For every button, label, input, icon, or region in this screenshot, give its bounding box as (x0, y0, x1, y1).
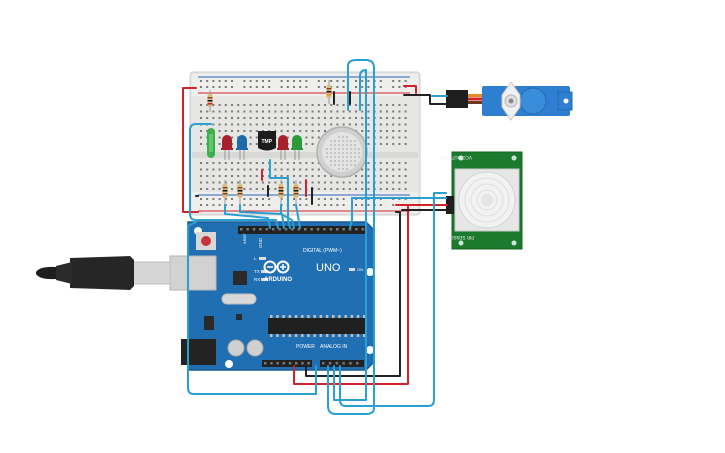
power-label: POWER (296, 344, 315, 350)
wire-blue-left-sensor (189, 123, 279, 229)
capacitor-2 (246, 339, 264, 357)
led-group[interactable] (221, 135, 303, 160)
resistor-lower-4 (293, 180, 299, 205)
led-blue (236, 135, 248, 160)
uno-model-text: UNO (316, 262, 341, 274)
wires[interactable] (182, 59, 448, 415)
usb-port[interactable] (169, 255, 217, 291)
tmp-label: TMP (262, 139, 273, 145)
digital-header (238, 226, 366, 234)
wire-blue-led1 (224, 204, 271, 229)
mount-hole (366, 346, 374, 354)
wire-red-right-rail-top (403, 85, 417, 94)
power-header (262, 360, 312, 367)
led-l-label: L (254, 256, 257, 261)
wire-blue-left-bottom (187, 221, 317, 395)
capacitor-1 (227, 339, 245, 357)
pir-sensor[interactable]: VCC OUT GND PIR SENSOR (439, 151, 523, 250)
wire-blue-right-long (339, 192, 447, 407)
resistor-lower-3 (278, 180, 284, 205)
tx-label: TX (254, 269, 260, 274)
atmega-chip (268, 318, 366, 334)
analog-header (320, 360, 364, 367)
green-led-horizontal[interactable] (207, 128, 215, 158)
temperature-sensor[interactable]: TMP (258, 131, 276, 151)
wire-blue-gas-sensor (333, 69, 367, 401)
pir-connector (446, 196, 454, 214)
pir-top-text: VCC OUT GND (439, 154, 472, 160)
gnd-label: GND (258, 237, 263, 248)
arduino-brand-text: ARDUINO (264, 277, 292, 283)
digital-label: DIGITAL (PWM~) (303, 248, 342, 254)
wire-black-servo-ground (403, 94, 448, 105)
wire-blue-tmp (269, 159, 291, 229)
led-rx (261, 278, 268, 281)
usb-cable[interactable] (36, 256, 171, 290)
led-resistors[interactable] (222, 180, 299, 205)
resistor-r2[interactable] (326, 80, 332, 104)
wire-blue-led3 (280, 204, 295, 229)
usb-controller-chip (233, 271, 247, 285)
led-red-1 (221, 135, 233, 160)
led-green (291, 135, 303, 160)
digital-header-pins (240, 228, 365, 231)
aref-label: AREF (242, 233, 247, 244)
resistor-r1[interactable] (207, 90, 213, 112)
reset-button-cap[interactable] (201, 236, 211, 246)
wire-blue-led2 (239, 204, 285, 229)
wire-black-rail-bottom-right (305, 211, 401, 377)
servo-motor[interactable] (446, 81, 573, 121)
led-l (259, 257, 266, 260)
led-on (349, 268, 355, 271)
mount-hole (225, 360, 233, 368)
servo-connector (446, 90, 468, 108)
bottom-header-pins (264, 362, 359, 365)
resistor-lower-2 (237, 180, 243, 205)
wire-blue-led4 (295, 204, 301, 229)
led-red-2 (277, 135, 289, 160)
rx-label: RX (254, 277, 260, 282)
pir-bottom-text: PIR SENSOR (447, 234, 474, 240)
wire-blue-pir-out (349, 197, 447, 229)
resistor-lower-1 (222, 180, 228, 205)
analog-in-label: ANALOG IN (320, 344, 348, 350)
wire-blue-tall-loop (327, 59, 375, 415)
crystal (221, 293, 257, 305)
gas-sensor[interactable] (316, 126, 368, 178)
pir-dome (458, 171, 516, 229)
voltage-regulator (204, 316, 214, 330)
atmega-pins (270, 315, 366, 337)
small-chip (236, 314, 242, 320)
mount-hole (366, 268, 374, 276)
led-tx (261, 270, 268, 273)
on-label: ON (357, 267, 363, 272)
arduino-logo (263, 260, 290, 274)
dc-power-jack[interactable] (181, 339, 216, 365)
